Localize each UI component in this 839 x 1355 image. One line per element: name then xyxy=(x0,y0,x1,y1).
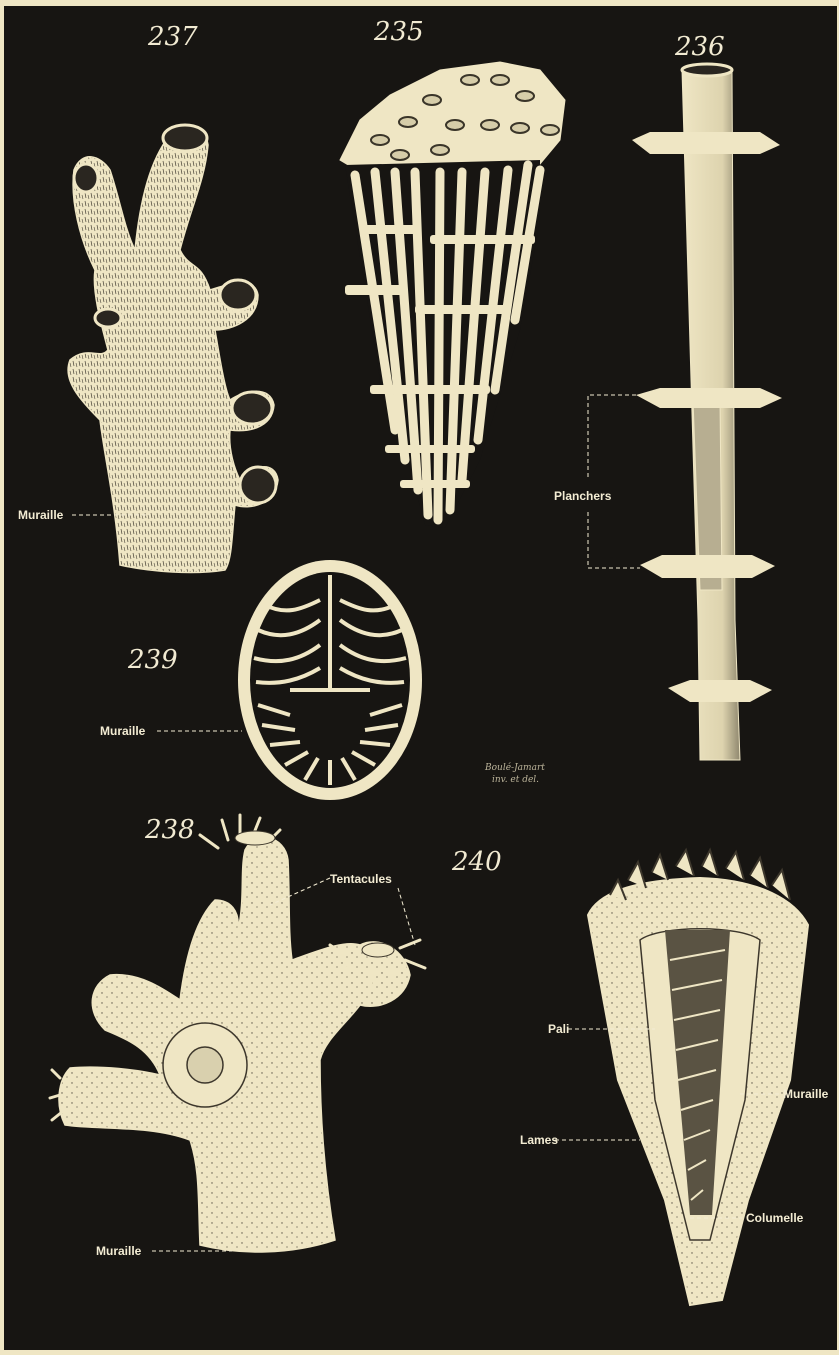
tube-opening xyxy=(682,64,732,76)
label-muraille-238: Muraille xyxy=(96,1244,142,1258)
figure-240-number: 240 xyxy=(451,847,502,877)
artist-signature-line2: inv. et del. xyxy=(492,775,539,785)
label-muraille-237: Muraille xyxy=(18,508,64,522)
figure-236-number: 236 xyxy=(674,32,725,62)
calice-right-upper xyxy=(220,280,256,310)
label-muraille-239: Muraille xyxy=(100,724,146,738)
calice-left xyxy=(74,164,98,192)
calice-right-mid xyxy=(232,392,272,424)
label-columelle: Columelle xyxy=(746,1211,804,1225)
label-lames: Lames xyxy=(520,1133,558,1147)
label-pali: Pali xyxy=(548,1022,569,1036)
polyp-disc-top xyxy=(235,831,275,845)
figure-239-number: 239 xyxy=(127,645,178,675)
calice-mid-left xyxy=(95,309,121,327)
calice-top xyxy=(163,125,207,151)
polyp-disc-right xyxy=(362,943,394,957)
label-muraille-240: Muraille xyxy=(783,1087,829,1101)
figure-235-number: 235 xyxy=(373,17,424,47)
artist-signature-line1: Boulé-Jamart xyxy=(484,762,545,773)
figure-237-number: 237 xyxy=(147,22,198,52)
label-tentacules: Tentacules xyxy=(330,872,392,886)
calice-right-lower xyxy=(240,467,276,503)
label-planchers: Planchers xyxy=(554,489,612,503)
figure-238-number: 238 xyxy=(144,815,195,845)
